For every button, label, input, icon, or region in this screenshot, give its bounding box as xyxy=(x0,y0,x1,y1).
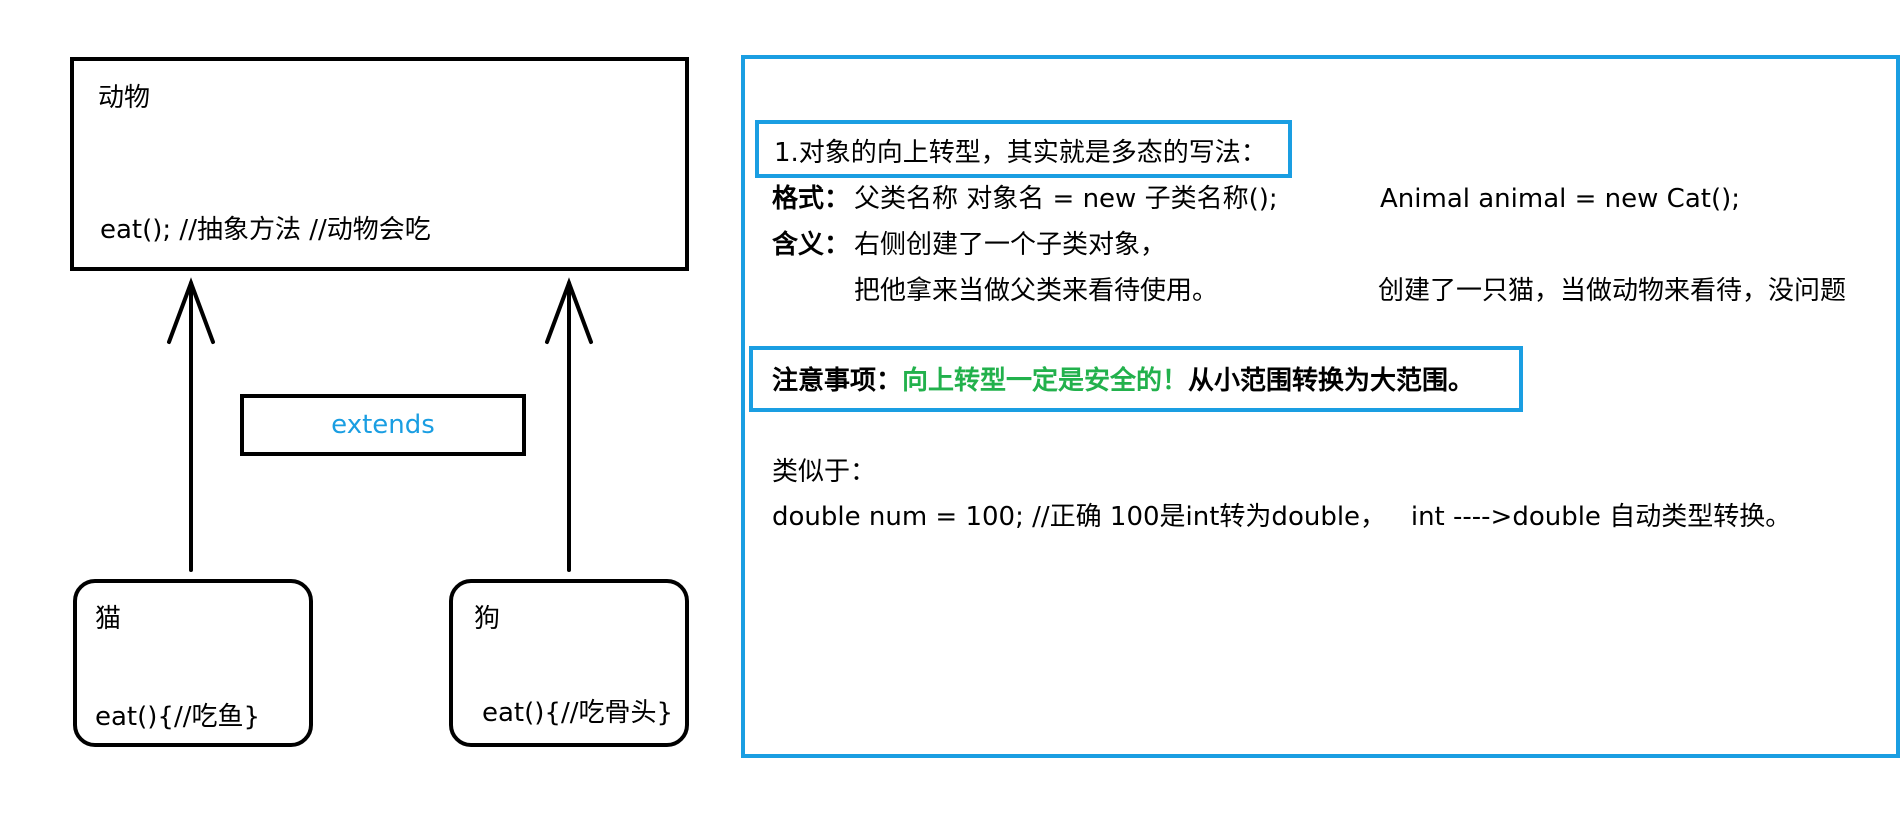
cat-method: eat(){//吃鱼} xyxy=(95,702,261,732)
animal-class-box xyxy=(70,57,689,271)
similar-label: 类似于： xyxy=(772,457,877,487)
caution-highlight-box xyxy=(749,346,1523,412)
cat-class-name: 猫 xyxy=(95,604,122,634)
extends-label: extends xyxy=(331,410,435,440)
dog-method: eat(){//吃骨头} xyxy=(482,698,674,728)
cat-inheritance-arrow-head xyxy=(167,277,215,344)
format-label: 格式： xyxy=(772,184,851,214)
cat-class-box xyxy=(73,579,313,747)
animal-class-name: 动物 xyxy=(98,83,151,113)
meaning-example: 创建了一只猫，当做动物来看待，没问题 xyxy=(1378,276,1847,306)
meaning-line-2: 把他拿来当做父类来看待使用。 xyxy=(854,276,1219,306)
dog-class-box xyxy=(449,579,689,747)
caution-label: 注意事项： xyxy=(772,366,903,396)
meaning-label: 含义： xyxy=(772,230,851,260)
heading-highlight-box xyxy=(755,120,1292,178)
caution-line: 注意事项：向上转型一定是安全的！从小范围转换为大范围。 xyxy=(772,365,1474,397)
caution-rest: 从小范围转换为大范围。 xyxy=(1188,366,1475,396)
similar-code: double num = 100; //正确 100是int转为double， … xyxy=(772,502,1792,532)
format-example: Animal animal = new Cat(); xyxy=(1380,184,1741,214)
format-text: 父类名称 对象名 = new 子类名称(); xyxy=(854,184,1278,214)
extends-label-box xyxy=(240,394,526,456)
notes-heading: 1.对象的向上转型，其实就是多态的写法： xyxy=(774,138,1267,168)
dog-inheritance-arrow-head xyxy=(545,277,593,344)
meaning-line-1: 右侧创建了一个子类对象， xyxy=(854,230,1167,260)
dog-class-name: 狗 xyxy=(474,604,501,634)
animal-method: eat(); //抽象方法 //动物会吃 xyxy=(100,215,431,245)
notes-frame xyxy=(741,55,1900,758)
caution-highlight: 向上转型一定是安全的！ xyxy=(902,366,1189,396)
